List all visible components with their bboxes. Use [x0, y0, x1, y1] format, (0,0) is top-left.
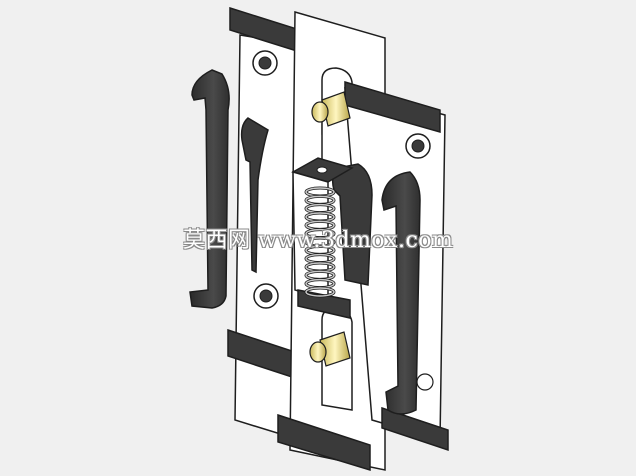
left-rail-hook — [189, 69, 269, 309]
spring-coil-highlight — [305, 287, 335, 297]
right-base-plate — [344, 80, 449, 452]
lower-guide-pin — [309, 331, 351, 367]
upper-guide-pin — [311, 91, 351, 127]
right-rail-hook — [331, 163, 421, 415]
compression-spring-icon — [304, 186, 336, 298]
watermark-text: 莫西网 www.3dmox.com — [183, 228, 454, 253]
